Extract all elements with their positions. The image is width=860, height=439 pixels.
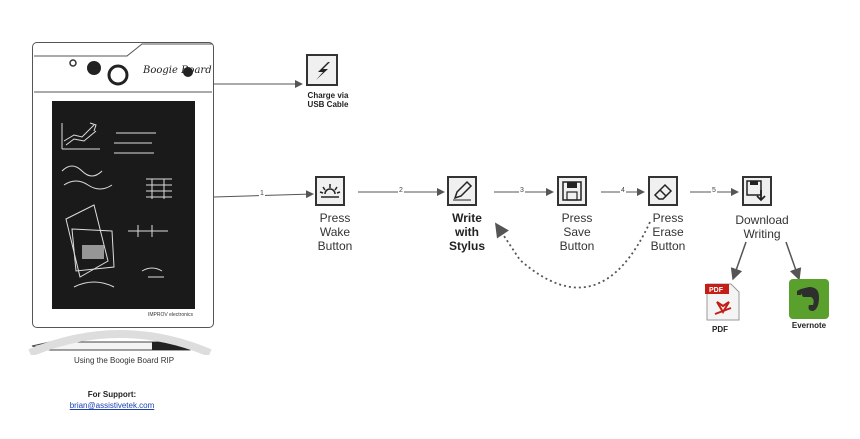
floppy-download-icon bbox=[746, 180, 766, 202]
save-step-label: Press Save Button bbox=[559, 211, 595, 253]
support-heading: For Support: bbox=[87, 390, 137, 399]
save-step-icon bbox=[557, 176, 587, 206]
evernote-label: Evernote bbox=[791, 321, 827, 330]
device-caption: Using the Boogie Board RIP bbox=[73, 356, 175, 365]
device-brand: Boogie Board bbox=[143, 65, 212, 76]
step-number-1: 1 bbox=[259, 190, 265, 197]
pdf-label: PDF bbox=[712, 325, 728, 334]
step-number-5: 5 bbox=[711, 187, 717, 194]
step-number-2: 2 bbox=[398, 187, 404, 194]
handwriting-sketch bbox=[61, 122, 172, 288]
evernote-icon bbox=[789, 279, 829, 319]
save-button-icon bbox=[87, 61, 101, 75]
pdf-file-icon: PDF bbox=[705, 283, 740, 321]
eraser-icon bbox=[653, 183, 673, 200]
erase-step-label: Press Erase Button bbox=[650, 211, 686, 253]
download-step-label: Download Writing bbox=[735, 213, 789, 241]
shadow-arc bbox=[28, 330, 212, 355]
write-step-label: Write with Stylus bbox=[448, 211, 485, 253]
floppy-disk-icon bbox=[562, 181, 582, 201]
device-footer-brand: IMPROV electronics bbox=[148, 312, 194, 318]
charge-label: Charge via USB Cable bbox=[307, 91, 349, 109]
lightning-bolt-icon bbox=[316, 62, 330, 80]
wake-step-label: Press Wake Button bbox=[317, 211, 353, 253]
support-email-link[interactable]: brian@assistivetek.com bbox=[69, 401, 155, 410]
step-number-4: 4 bbox=[620, 187, 626, 194]
power-button-icon bbox=[69, 59, 77, 67]
step-number-3: 3 bbox=[519, 187, 525, 194]
pdf-badge-text: PDF bbox=[709, 287, 724, 294]
write-step-icon bbox=[447, 176, 477, 206]
pencil-icon bbox=[453, 180, 473, 201]
erase-button-icon bbox=[107, 64, 129, 86]
charge-step bbox=[306, 54, 338, 86]
download-step-icon bbox=[742, 176, 772, 206]
device-screen bbox=[52, 101, 195, 309]
sunrise-icon bbox=[319, 184, 341, 198]
device-top-controls bbox=[34, 43, 212, 93]
wake-step-icon bbox=[315, 176, 345, 206]
erase-step-icon bbox=[648, 176, 678, 206]
